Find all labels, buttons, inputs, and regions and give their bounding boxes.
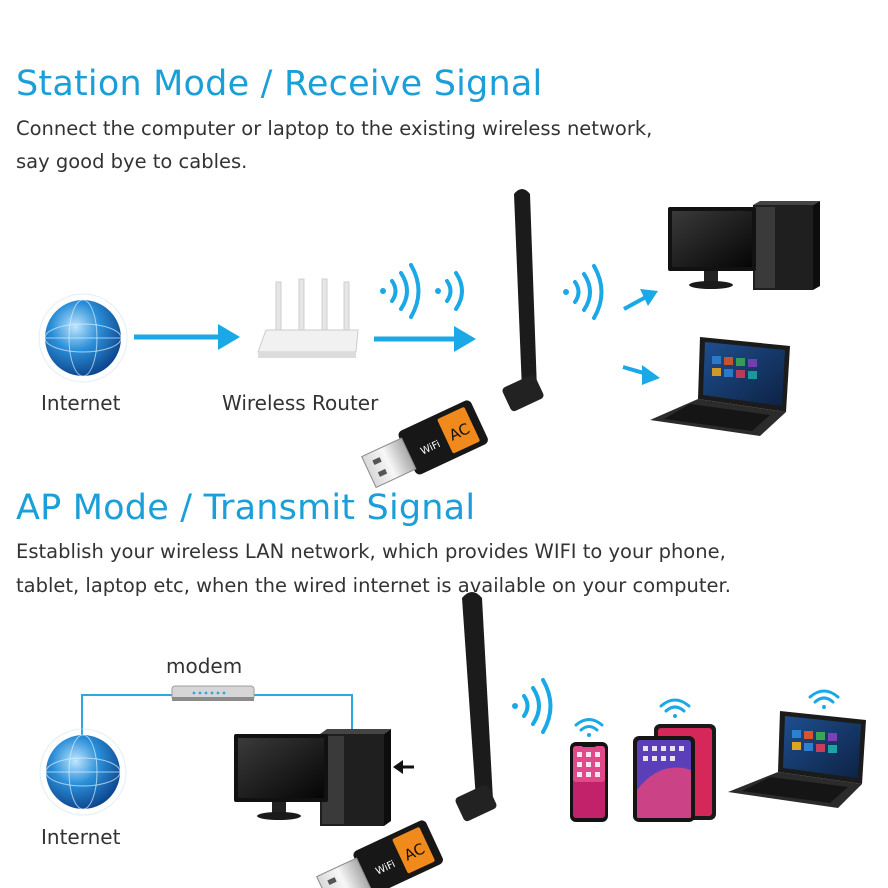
arrow-right-icon	[622, 365, 660, 385]
globe-icon	[39, 728, 127, 816]
wifi-icon	[574, 718, 604, 737]
wifi-signal-icon	[512, 678, 553, 734]
ap-mode-desc-line1: Establish your wireless LAN network, whi…	[16, 540, 726, 563]
router-icon	[257, 278, 359, 358]
modem-icon	[171, 685, 255, 701]
connection-line	[81, 694, 353, 738]
usb-adapter-icon: AC WiFi	[361, 189, 544, 489]
wifi-icon	[659, 698, 691, 718]
wireless-router-label: Wireless Router	[222, 391, 379, 415]
arrow-right-icon	[623, 289, 658, 311]
wifi-signal-icon	[563, 264, 604, 320]
arrow-left-icon	[393, 760, 414, 774]
usb-adapter-icon: AC WiFi	[316, 592, 497, 888]
internet-label-station: Internet	[41, 391, 121, 415]
laptop-icon	[650, 337, 790, 436]
tablet-icon	[633, 724, 716, 822]
arrow-right-icon	[134, 324, 240, 350]
ap-mode-title: AP Mode / Transmit Signal	[16, 488, 476, 528]
station-mode-desc-line2: say good bye to cables.	[16, 150, 248, 173]
globe-icon	[38, 293, 128, 383]
arrow-right-icon	[374, 326, 476, 352]
station-mode-desc-line1: Connect the computer or laptop to the ex…	[16, 117, 653, 140]
wifi-icon	[808, 689, 840, 709]
wifi-signal-icon	[435, 271, 464, 311]
desktop-pc-icon	[668, 201, 820, 290]
modem-label: modem	[166, 654, 242, 678]
station-mode-title: Station Mode / Receive Signal	[16, 64, 543, 104]
internet-label-ap: Internet	[41, 825, 121, 849]
desktop-pc-icon	[234, 729, 391, 826]
wifi-signal-icon	[380, 263, 421, 319]
laptop-icon	[728, 711, 866, 808]
ap-mode-desc-line2: tablet, laptop etc, when the wired inter…	[16, 574, 731, 597]
phone-icon	[570, 742, 608, 822]
